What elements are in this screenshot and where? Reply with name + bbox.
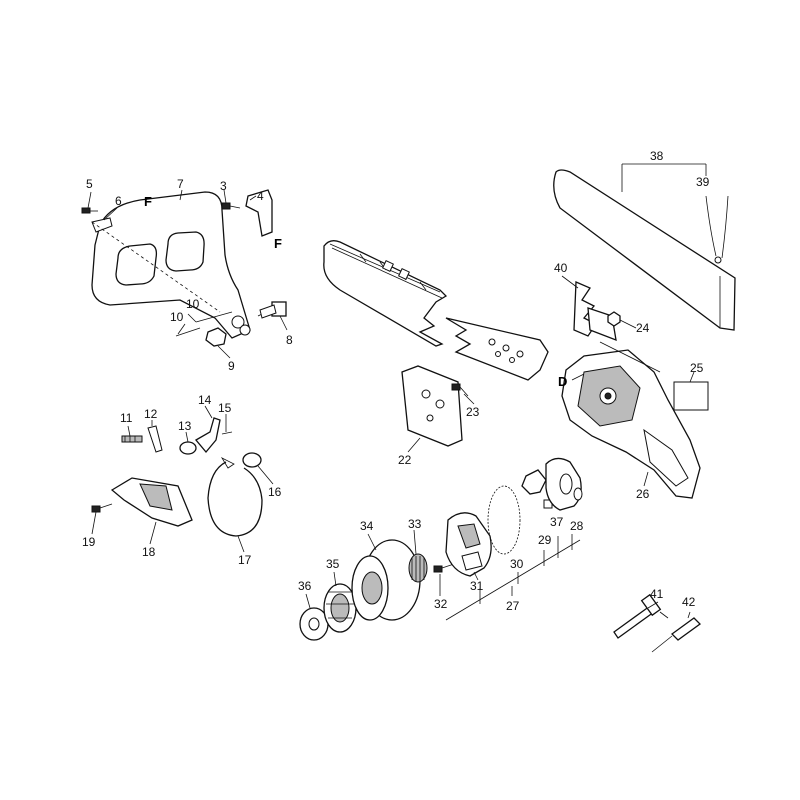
callout-40: 40 [554, 261, 568, 275]
callout-30: 30 [510, 557, 524, 571]
callout-42: 42 [682, 595, 696, 609]
callout-25: 25 [690, 361, 704, 375]
callout-36: 36 [298, 579, 312, 593]
callout-14: 14 [198, 393, 212, 407]
part-39-strap [705, 195, 729, 259]
part-16-collar [242, 452, 262, 468]
callout-41: 41 [650, 587, 664, 601]
clutch-group [299, 457, 583, 641]
callout-17: 17 [238, 553, 252, 567]
callout-35: 35 [326, 557, 340, 571]
part-chain-lower [445, 317, 549, 381]
part-30-spring [487, 485, 521, 555]
part-24-nut [607, 311, 621, 327]
part-33-needle-bearing [408, 553, 428, 583]
callout-13: 13 [178, 419, 192, 433]
part-10-pin [175, 327, 201, 337]
callout-12: 12 [144, 407, 158, 421]
callout-33: 33 [408, 517, 422, 531]
callout-9: 9 [228, 359, 235, 373]
reference-letter-f-right: F [274, 236, 282, 251]
callout-10-upper: 10 [186, 297, 200, 311]
reference-letter-d: D [558, 374, 567, 389]
part-14-lever [195, 417, 221, 454]
callout-19: 19 [82, 535, 96, 549]
part-32-screw [433, 563, 455, 573]
callout-27: 27 [506, 599, 520, 613]
part-22-side-plate [401, 365, 463, 447]
callout-3: 3 [220, 179, 227, 193]
callout-labels: 3 4 5 6 7 8 9 10 10 11 12 13 14 15 16 17… [82, 149, 710, 613]
callout-22: 22 [398, 453, 412, 467]
callout-15: 15 [218, 401, 232, 415]
leader-lines [87, 163, 707, 619]
callout-8: 8 [286, 333, 293, 347]
part-41-box-wrench [613, 605, 655, 639]
callout-26: 26 [636, 487, 650, 501]
part-11-spring [121, 435, 143, 443]
bar-chain-group [323, 240, 549, 447]
part-4-bracket [245, 189, 273, 237]
cover-group [553, 169, 736, 499]
callout-5: 5 [86, 177, 93, 191]
part-chain-upper [323, 240, 448, 347]
part-13-bushing [179, 441, 197, 455]
callout-10-lower: 10 [170, 310, 184, 324]
guard-hole [239, 324, 251, 336]
part-23-screw [451, 383, 469, 397]
guard-window-right [165, 231, 205, 272]
part-8-bolt [257, 301, 287, 319]
reference-letter-f-left: F [144, 194, 152, 209]
part-6-plate [91, 217, 113, 233]
guard-hole [231, 315, 245, 329]
callout-16: 16 [268, 485, 282, 499]
part-42-screwdriver [671, 617, 701, 641]
tools-group [613, 593, 701, 653]
callout-31: 31 [470, 579, 484, 593]
part-9-nut [205, 327, 227, 347]
callout-28: 28 [570, 519, 584, 533]
callout-18: 18 [142, 545, 156, 559]
guard-window-left [115, 243, 158, 286]
guard-group [81, 189, 287, 347]
callout-34: 34 [360, 519, 374, 533]
part-19-screw [91, 503, 113, 513]
part-3-screw [221, 202, 241, 210]
callout-32: 32 [434, 597, 448, 611]
callout-37: 37 [550, 515, 564, 529]
callout-6: 6 [115, 194, 122, 208]
callout-39: 39 [696, 175, 710, 189]
part-38-bar-cover [553, 169, 736, 331]
part-29-hub [521, 469, 547, 495]
callout-11: 11 [120, 411, 133, 425]
callout-29: 29 [538, 533, 552, 547]
part-25-label [673, 381, 709, 411]
callout-24: 24 [636, 321, 650, 335]
part-15-pin [221, 431, 233, 435]
part-12-pin [147, 425, 163, 453]
callout-38: 38 [650, 149, 664, 163]
callout-4: 4 [257, 189, 264, 203]
callout-23: 23 [466, 405, 480, 419]
callout-7: 7 [177, 177, 184, 191]
part-5-screw [81, 207, 98, 214]
brake-group [91, 417, 263, 537]
part-10-pin [195, 311, 233, 323]
part-17-brake-band [207, 461, 263, 537]
